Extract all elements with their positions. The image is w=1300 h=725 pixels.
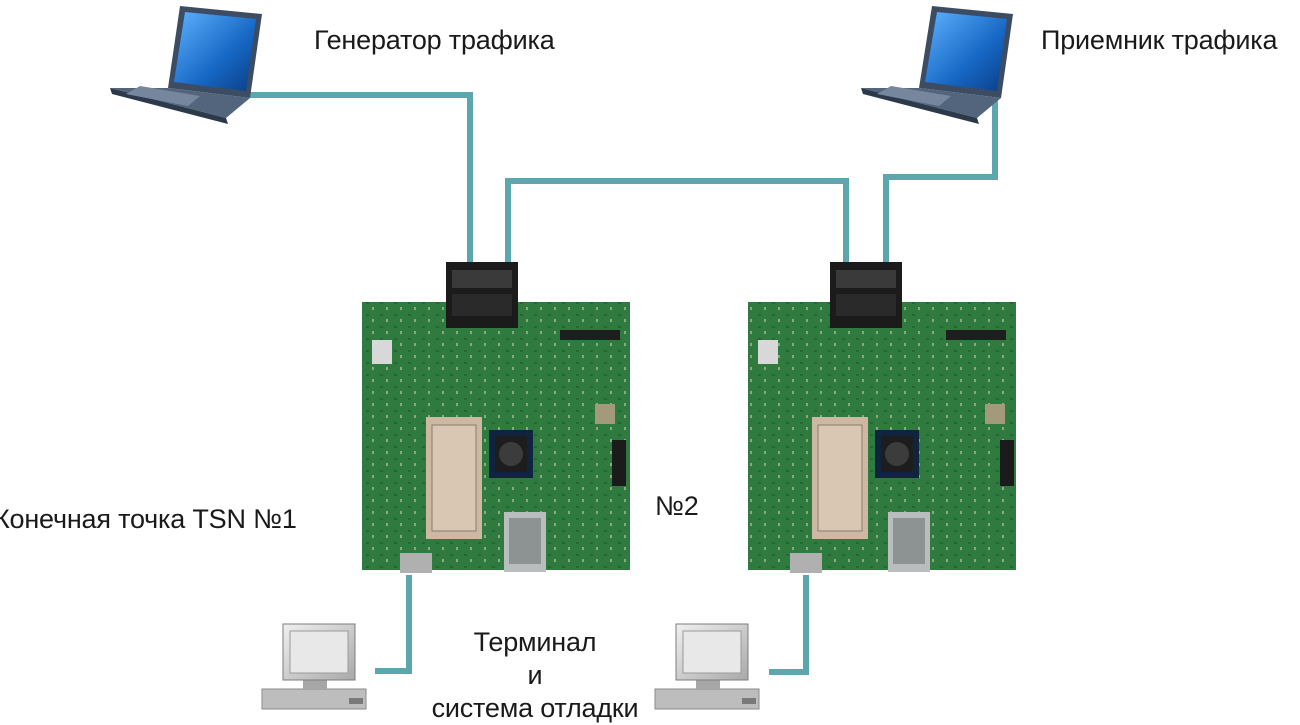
tsn-board-1 xyxy=(362,262,630,573)
network-cables xyxy=(250,92,998,675)
terminal-computer-1-icon xyxy=(261,623,367,710)
cable-generator-to-board1 xyxy=(250,92,473,262)
terminal-label-line-2: и xyxy=(527,660,543,690)
terminal-label-line-1: Терминал xyxy=(473,627,597,657)
terminal-label-line-3: система отладки xyxy=(431,693,639,723)
traffic-receiver-label: Приемник трафика xyxy=(1041,25,1278,55)
laptop-generator-icon xyxy=(110,6,262,124)
endpoint-2-label: №2 xyxy=(655,491,699,521)
terminal-computer-2-icon xyxy=(654,623,760,710)
endpoint-1-label: Конечная точка TSN №1 xyxy=(0,504,297,534)
cable-receiver-to-board2 xyxy=(883,99,998,262)
terminal-debug-label: Терминал и система отладки xyxy=(419,626,651,725)
cable-board1-to-terminal xyxy=(375,575,412,674)
cable-board1-to-board2 xyxy=(505,178,849,262)
traffic-generator-label: Генератор трафика xyxy=(314,25,555,55)
tsn-board-2 xyxy=(748,262,1016,573)
laptop-receiver-icon xyxy=(861,6,1013,124)
cable-board2-to-terminal xyxy=(769,575,809,675)
